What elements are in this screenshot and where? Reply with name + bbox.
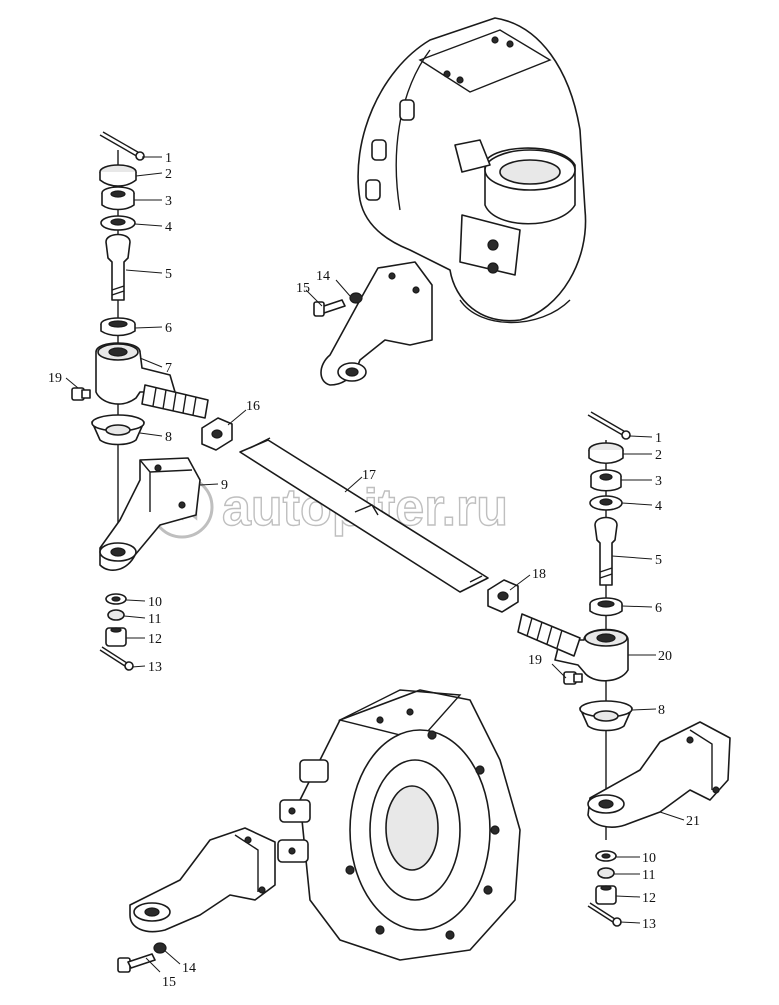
washer-14-bottom [153, 942, 167, 954]
dust-boot-right [579, 700, 633, 732]
castle-nut-right [590, 469, 622, 492]
label-2-left: 2 [165, 167, 172, 182]
washer-14-top [349, 292, 363, 304]
label-10-right: 10 [642, 851, 656, 866]
label-4-left: 4 [165, 220, 172, 235]
bush-left [100, 317, 136, 337]
dust-boot-left [91, 414, 145, 446]
label-5-right: 5 [655, 553, 662, 568]
washer-right [589, 495, 623, 511]
label-8-left: 8 [165, 430, 172, 445]
steering-arm-right [587, 721, 731, 828]
label-11-right: 11 [642, 868, 655, 883]
castle-nut-left [101, 186, 135, 211]
label-8-right: 8 [658, 703, 665, 718]
label-1-left: 1 [165, 151, 172, 166]
label-14-top: 14 [316, 269, 330, 284]
lock-nut-18 [487, 579, 519, 613]
steering-arm-bottom [129, 827, 276, 933]
label-7-left: 7 [165, 361, 172, 376]
cap-left [99, 164, 137, 187]
grease-nipple-left [71, 387, 91, 401]
grease-nipple-right [563, 671, 583, 685]
cotter-pin-13-left [99, 646, 134, 671]
castle-nut-12-right [595, 885, 617, 905]
label-6-left: 6 [165, 321, 172, 336]
callout-labels: 1 2 3 4 5 6 7 19 8 9 10 11 12 13 16 17 1… [48, 151, 700, 990]
cap-right [588, 442, 624, 465]
cotter-pin-left [99, 131, 145, 161]
label-15-bottom: 15 [162, 975, 176, 990]
label-9-left: 9 [221, 478, 228, 493]
steering-arm-top [320, 261, 433, 386]
label-19-left: 19 [48, 371, 62, 386]
label-19-right: 19 [528, 653, 542, 668]
bush-right [589, 597, 623, 617]
label-14-bottom: 14 [182, 961, 196, 976]
tie-rod-tube [239, 437, 489, 593]
label-15-top: 15 [296, 281, 310, 296]
bolt-15-bottom [117, 953, 156, 973]
tie-rod-end-left [95, 342, 209, 419]
castle-nut-12-left [105, 627, 127, 647]
label-3-left: 3 [165, 194, 172, 209]
label-2-right: 2 [655, 448, 662, 463]
label-5-left: 5 [165, 267, 172, 282]
label-12-left: 12 [148, 632, 162, 647]
washer-left [100, 215, 136, 231]
label-21: 21 [686, 814, 700, 829]
steering-arm-left [99, 457, 201, 571]
label-20: 20 [658, 649, 672, 664]
leader-lines [65, 156, 685, 973]
label-13-left: 13 [148, 660, 162, 675]
washer-10-right [595, 850, 617, 862]
label-6-right: 6 [655, 601, 662, 616]
label-4-right: 4 [655, 499, 662, 514]
bolt-15-top [313, 299, 346, 317]
label-1-right: 1 [655, 431, 662, 446]
label-3-right: 3 [655, 474, 662, 489]
spring-washer-11-left [107, 609, 125, 621]
label-17: 17 [362, 468, 376, 483]
washer-10-left [105, 593, 127, 605]
ball-pin-right [594, 516, 618, 586]
label-18: 18 [532, 567, 546, 582]
cotter-pin-right [587, 411, 631, 440]
cotter-pin-13-right [587, 902, 622, 927]
spring-washer-11-right [597, 867, 615, 879]
label-12-right: 12 [642, 891, 656, 906]
ball-pin-left [105, 233, 131, 301]
tie-rod-end-right [517, 613, 629, 682]
label-13-right: 13 [642, 917, 656, 932]
label-11-left: 11 [148, 612, 161, 627]
label-10-left: 10 [148, 595, 162, 610]
axle-housing-top [357, 17, 587, 324]
lock-nut-16 [201, 417, 233, 451]
axle-housing-bottom [277, 689, 521, 961]
label-16: 16 [246, 399, 260, 414]
